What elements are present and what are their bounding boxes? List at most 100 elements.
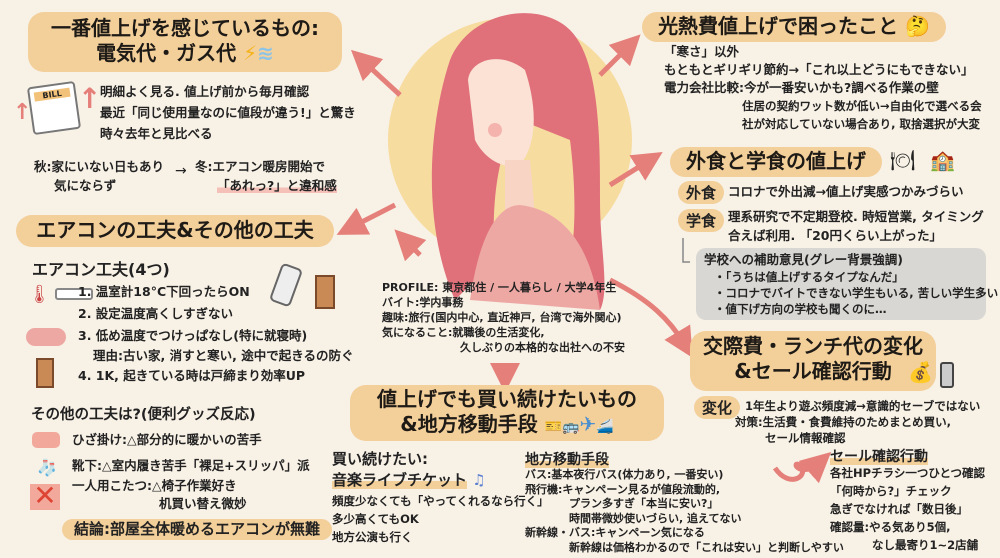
keep-buying-title-line2-text: &地方移動手段 xyxy=(400,412,538,436)
conclusion-pill: 結論:部屋全体暖めるエアコンが無難 xyxy=(62,519,333,540)
aircon-item: 2. 設定温度高くしすぎない xyxy=(78,306,234,321)
autumn-line: 気にならず xyxy=(54,178,117,193)
profile-line: バイト:学内事務 xyxy=(382,296,464,309)
other-item: 一人用こたつ:△椅子作業好き xyxy=(72,478,237,493)
sale-line: 確認量:やる気あり5個, xyxy=(830,520,951,534)
cafeteria-label: 学食 xyxy=(678,209,725,232)
bill-icon: BILL xyxy=(26,80,82,136)
other-items: ひざ掛け:△部分的に暖かいの苦手 靴下:△室内履き苦手「裸足+スリッパ」派 一人… xyxy=(72,430,310,512)
profile-line: 趣味:旅行(国内中心, 直近神戸, 台湾で海外関心) xyxy=(382,311,622,324)
wind-icon: ≋ xyxy=(257,41,274,65)
keep-buying-title-line2: &地方移動手段 🎫🚌✈🚄 xyxy=(350,412,664,437)
bus-icon: 🚌 xyxy=(562,419,580,435)
social-title-line2-text: &セール確認行動 xyxy=(734,359,892,383)
autumn-line: 秋:家にいない日もあり xyxy=(34,159,164,174)
aircon-item: 4. 1K, 起きている時は戸締まり効率UP xyxy=(78,368,306,383)
want-line: 地方公演も行く xyxy=(332,530,413,544)
transport-line: プラン多すぎ「本当に安い?」 xyxy=(569,497,719,510)
right-arrow-icon: → xyxy=(175,163,187,179)
thermometer-aircon-icon: 🌡 xyxy=(28,284,93,305)
transport-line: バス:基本夜行バス(体力あり, 一番安い) xyxy=(525,468,724,481)
aircon-title: エアコンの工夫&その他の工夫 xyxy=(16,215,334,247)
transport-lines: バス:基本夜行バス(体力あり, 一番安い) 飛行機:キャンペーン見るが値段流動的… xyxy=(525,468,844,555)
sale-lines: 各社HPチラシ一つひとつ確認 「何時から?」チェック 急ぎでなければ「数日後」 … xyxy=(830,464,985,554)
social-title-line2: &セール確認行動 xyxy=(690,359,936,384)
ticket-icon: 🎫 xyxy=(544,419,563,435)
transport-title: 地方移動手段 xyxy=(525,449,609,469)
other-item: 靴下:△室内履き苦手「裸足+スリッパ」派 xyxy=(72,458,310,473)
shirt xyxy=(470,205,600,310)
utility-title-text: 光熱費値上げで困ったこと xyxy=(658,14,899,38)
transport-line: 時間帯微妙使いづらい, 追えてない xyxy=(569,511,742,525)
music-note-icon: ♫ xyxy=(472,471,486,489)
sale-title: セール確認行動 xyxy=(830,446,928,466)
sale-title-text: セール確認行動 xyxy=(830,449,928,465)
school-box-item: ・値下げ方向の学校も聞くのに… xyxy=(714,302,887,316)
note-line: 最近「同じ使用量なのに値段が違う!」と驚き xyxy=(100,105,356,120)
utility-line: 電力会社比較:今が一番安いかも?調べる作業の壁 xyxy=(664,80,939,95)
want-label: 買い続けたい: xyxy=(332,450,428,468)
school-icon: 🏫 xyxy=(930,148,955,172)
arrow-curly-sale xyxy=(772,451,832,484)
neck xyxy=(505,160,535,215)
profile-line: 気になること:就職後の生活変化, xyxy=(382,326,545,339)
school-opinion-box: 学校への補助意見(グレー背景強調) ・「うちは値上げするタイプなんだ」 ・コロナ… xyxy=(696,248,998,320)
transport-title-text: 地方移動手段 xyxy=(525,452,609,468)
profile: PROFILE: 東京都住 / 一人暮らし / 大学4年生 バイト:学内事務 趣… xyxy=(382,280,625,355)
aircon-item: 3. 低め温度でつけっぱなし(特に就寝時) xyxy=(78,328,308,343)
door-open-icon xyxy=(315,275,335,309)
want-line: 頻度少なくても「やってくれるなら行く」 xyxy=(332,494,549,508)
transport-line: 飛行機:キャンペーン見るが値段流動的, xyxy=(525,482,721,496)
note-line: 時々去年と見比べる xyxy=(100,126,213,141)
social-title: 交際費・ランチ代の変化 &セール確認行動 xyxy=(690,331,936,391)
utility-line: 「寒さ」以外 xyxy=(664,44,740,59)
thinking-face-icon: 🤔 xyxy=(905,14,930,38)
lightning-icon: ⚡ xyxy=(243,41,258,65)
electricity-title-line2: 電気代・ガス代 ⚡≋ xyxy=(28,41,342,66)
kotatsu-crossed-icon: ✕ xyxy=(30,482,60,510)
change-text: 1年生より遊ぶ頻度減→意識的セーブではない xyxy=(745,399,981,413)
aircon-item-reason: 理由:古い家, 消すと寒い, 途中で起きるの防ぐ xyxy=(93,348,354,363)
want-lines: 頻度少なくても「やってくれるなら行く」 多少高くてもOK 地方公演も行く xyxy=(332,492,549,546)
arrow-to-profile xyxy=(394,229,427,262)
note-line: 明細よく見る. 値上げ前から毎月確認 xyxy=(100,84,310,99)
cafeteria-text: 理系研究で不定期登校. 時短営業, タイミング 合えば利用. 「20円くらい上が… xyxy=(728,207,984,245)
school-box-item: ・「うちは値上げするタイプなんだ」 xyxy=(714,270,904,284)
arrow-to-social xyxy=(608,277,693,358)
want-line: 多少高くてもOK xyxy=(332,512,419,526)
aircon-item: 1. 温室計18°C下回ったらON xyxy=(78,284,250,299)
transport-line: 新幹線は価格わかるので「これは安い」と判断しやすい xyxy=(569,540,844,554)
sale-line: 急ぎでなければ「数日後」 xyxy=(830,502,968,516)
aircon-subtitle: エアコン工夫(4つ) xyxy=(32,260,170,279)
up-arrow-icon: ↑ xyxy=(13,100,32,125)
utility-line: もともとギリギリ節約→「これ以上どうにもできない」 xyxy=(664,62,974,77)
face xyxy=(468,59,534,167)
winter-line: 「あれっ?」と違和感 xyxy=(195,176,337,195)
electricity-title-line1: 一番値上げを感じているもの: xyxy=(51,16,319,40)
other-item: ひざ掛け:△部分的に暖かいの苦手 xyxy=(72,432,262,447)
school-box-title: 学校への補助意見(グレー背景強調) xyxy=(704,252,903,267)
cheek xyxy=(488,123,502,137)
eat-out-text: コロナで外出減→値上げ実感つかみづらい xyxy=(728,184,964,199)
measure-line: 対策:生活費・食費維持のためまとめ買い, xyxy=(735,415,951,429)
measure-line: セール情報確認 xyxy=(765,431,846,445)
cafeteria-line: 理系研究で不定期登校. 時短営業, タイミング xyxy=(728,209,984,224)
winter-line: 冬:エアコン暖房開始で xyxy=(195,159,325,174)
door-icon xyxy=(36,358,54,388)
eat-out-label: 外食 xyxy=(678,181,725,204)
electricity-notes: 明細よく見る. 値上げ前から毎月確認 最近「同じ使用量なのに値段が違う!」と驚き… xyxy=(100,81,356,144)
want-item: 音楽ライブチケット ♫ xyxy=(332,469,486,490)
up-arrow-icon: ↑ xyxy=(78,82,102,115)
electricity-title: 一番値上げを感じているもの: 電気代・ガス代 ⚡≋ xyxy=(28,12,342,72)
socks-icon: 🧦 xyxy=(37,458,57,477)
keep-buying-title: 値上げでも買い続けたいもの &地方移動手段 🎫🚌✈🚄 xyxy=(350,385,664,441)
social-title-line1: 交際費・ランチ代の変化 xyxy=(703,334,923,358)
food-title: 外食と学食の値上げ xyxy=(670,147,882,177)
aircon-items: 1. 温室計18°C下回ったらON 2. 設定温度高くしすぎない 3. 低め温度… xyxy=(78,281,353,387)
utility-subline: 社が対応していない場合あり, 取捨選択が大変 xyxy=(742,117,981,131)
arrow-to-electricity xyxy=(350,49,402,97)
money-bag-icon: 💰 xyxy=(908,360,933,384)
utility-subline: 住居の契約ワット数が低い→自由化で選べる会 xyxy=(742,99,982,113)
